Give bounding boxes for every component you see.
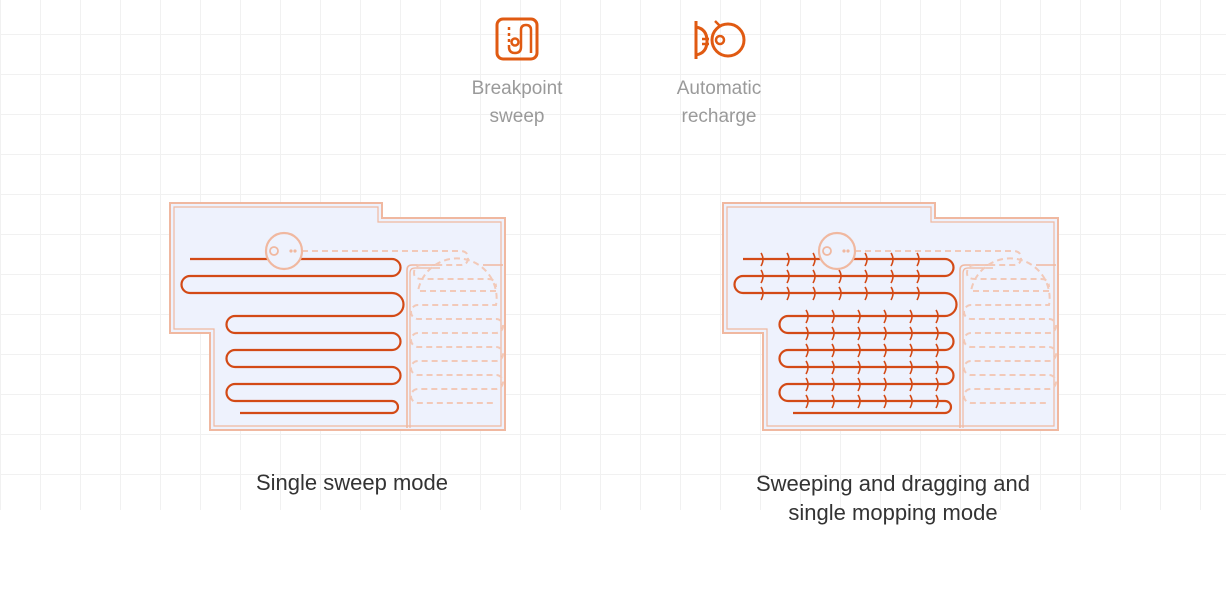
mop-stroke	[883, 377, 887, 392]
mop-stroke	[805, 360, 809, 375]
mop-stroke	[805, 309, 809, 324]
mop-stroke	[916, 269, 920, 284]
mop-stroke	[812, 269, 816, 284]
mop-stroke	[857, 377, 861, 392]
robot-vacuum	[817, 231, 857, 271]
mop-stroke	[831, 309, 835, 324]
pending-sweep-route	[410, 257, 504, 404]
mop-stroke	[805, 377, 809, 392]
feature-label-breakpoint-sweep: Breakpoint sweep	[471, 78, 563, 127]
mop-stroke	[831, 394, 835, 409]
robot-dot	[289, 249, 293, 253]
mop-stroke	[812, 286, 816, 301]
room-divider-inner	[962, 267, 993, 428]
mop-stroke	[935, 377, 939, 392]
mop-stroke	[935, 326, 939, 341]
room-divider	[959, 264, 993, 428]
automatic-recharge-icon	[694, 20, 746, 59]
room-divider-inner	[409, 267, 440, 428]
mop-stroke	[909, 394, 913, 409]
mop-stroke	[805, 326, 809, 341]
sweep-drag-mop-floorplan	[722, 202, 1059, 431]
inner-wall	[726, 206, 1055, 427]
sweep-route	[733, 257, 958, 415]
mop-stroke	[838, 286, 842, 301]
mop-stroke	[831, 343, 835, 358]
robot-dot	[842, 249, 846, 253]
mop-stroke	[812, 252, 816, 267]
mop-stroke	[831, 360, 835, 375]
robot-sensor	[822, 246, 832, 256]
mop-stroke	[909, 309, 913, 324]
mop-stroke	[831, 377, 835, 392]
caption-single-sweep-mode: Single sweep mode	[255, 470, 448, 495]
mop-stroke	[916, 286, 920, 301]
room-divider	[406, 264, 440, 428]
breakpoint-sweep-icon	[495, 17, 539, 61]
mop-stroke	[831, 326, 835, 341]
caption-sweep-drag-mop-mode: Sweeping and dragging and single mopping…	[755, 471, 1030, 525]
robot-dot	[846, 249, 850, 253]
mop-stroke	[857, 309, 861, 324]
feature-automatic-recharge: Automatic recharge	[659, 17, 779, 131]
mop-stroke	[909, 360, 913, 375]
mop-stroke	[883, 343, 887, 358]
mop-stroke	[805, 394, 809, 409]
mop-stroke	[786, 286, 790, 301]
mop-stroke	[760, 286, 764, 301]
mop-stroke	[883, 360, 887, 375]
mop-stroke	[909, 377, 913, 392]
recharge-route	[855, 250, 1050, 288]
mop-stroke	[883, 309, 887, 324]
mop-stroke	[935, 309, 939, 324]
mop-stroke	[935, 343, 939, 358]
mop-stroke	[909, 343, 913, 358]
mop-stroke	[786, 252, 790, 267]
mop-stroke	[890, 269, 894, 284]
mop-stroke	[883, 326, 887, 341]
mop-stroke	[857, 343, 861, 358]
mop-stroke	[805, 343, 809, 358]
robot-vacuum	[264, 231, 304, 271]
mop-stroke	[916, 252, 920, 267]
single-sweep-floorplan	[169, 202, 506, 431]
feature-label-automatic-recharge: Automatic recharge	[676, 78, 762, 127]
mop-stroke	[786, 269, 790, 284]
mop-stroke	[935, 394, 939, 409]
sweep-route	[180, 257, 405, 415]
mop-stroke	[857, 394, 861, 409]
mop-stroke	[864, 286, 868, 301]
mop-stroke	[760, 269, 764, 284]
mop-stroke	[909, 326, 913, 341]
mop-stroke	[935, 360, 939, 375]
mop-stroke	[890, 286, 894, 301]
mop-stroke	[864, 252, 868, 267]
pending-sweep-route	[963, 257, 1057, 404]
mop-stroke	[857, 360, 861, 375]
mop-stroke	[864, 269, 868, 284]
inner-wall	[173, 206, 502, 427]
mop-stroke	[883, 394, 887, 409]
robot-dot	[293, 249, 297, 253]
mop-stroke	[838, 269, 842, 284]
robot-sensor	[269, 246, 279, 256]
feature-breakpoint-sweep: Breakpoint sweep	[457, 17, 577, 131]
mop-stroke	[890, 252, 894, 267]
recharge-route	[302, 250, 497, 288]
mop-stroke	[857, 326, 861, 341]
mop-stroke	[760, 252, 764, 267]
